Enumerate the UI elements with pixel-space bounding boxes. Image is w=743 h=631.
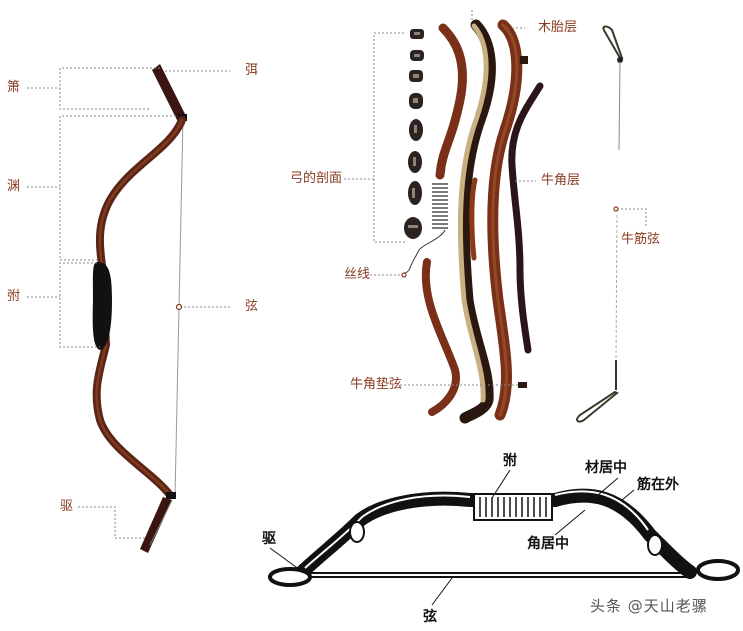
label-er: 弭 bbox=[245, 63, 259, 78]
left-bow-illustration bbox=[27, 64, 232, 553]
label-wood-center: 材居中 bbox=[585, 460, 627, 476]
label-horn-string-pad: 牛角垫弦 bbox=[350, 377, 403, 392]
label-schematic-qu: 驱 bbox=[262, 531, 276, 547]
label-sinew-outside: 筋在外 bbox=[637, 477, 679, 493]
label-fu: 弣 bbox=[7, 289, 21, 304]
label-silk-thread: 丝线 bbox=[344, 267, 371, 282]
label-wood-core: 木胎层 bbox=[538, 20, 578, 35]
sinew-string-illustration bbox=[576, 25, 624, 423]
label-schematic-fu: 弣 bbox=[503, 453, 517, 469]
label-schematic-xian: 弦 bbox=[423, 609, 437, 625]
label-yuan: 渊 bbox=[7, 179, 21, 194]
label-sinew-string: 牛筋弦 bbox=[621, 232, 661, 247]
watermark: 头条 @天山老骡 bbox=[590, 597, 708, 615]
exploded-layers-illustration bbox=[344, 10, 647, 424]
label-horn-center: 角居中 bbox=[527, 536, 569, 552]
label-xiao: 箫 bbox=[7, 80, 21, 95]
bow-schematic-illustration bbox=[268, 469, 740, 606]
label-cross-section: 弓的剖面 bbox=[290, 171, 343, 186]
label-xian: 弦 bbox=[245, 299, 259, 314]
label-horn-layer: 牛角层 bbox=[541, 173, 581, 188]
label-qu: 驱 bbox=[60, 499, 74, 514]
